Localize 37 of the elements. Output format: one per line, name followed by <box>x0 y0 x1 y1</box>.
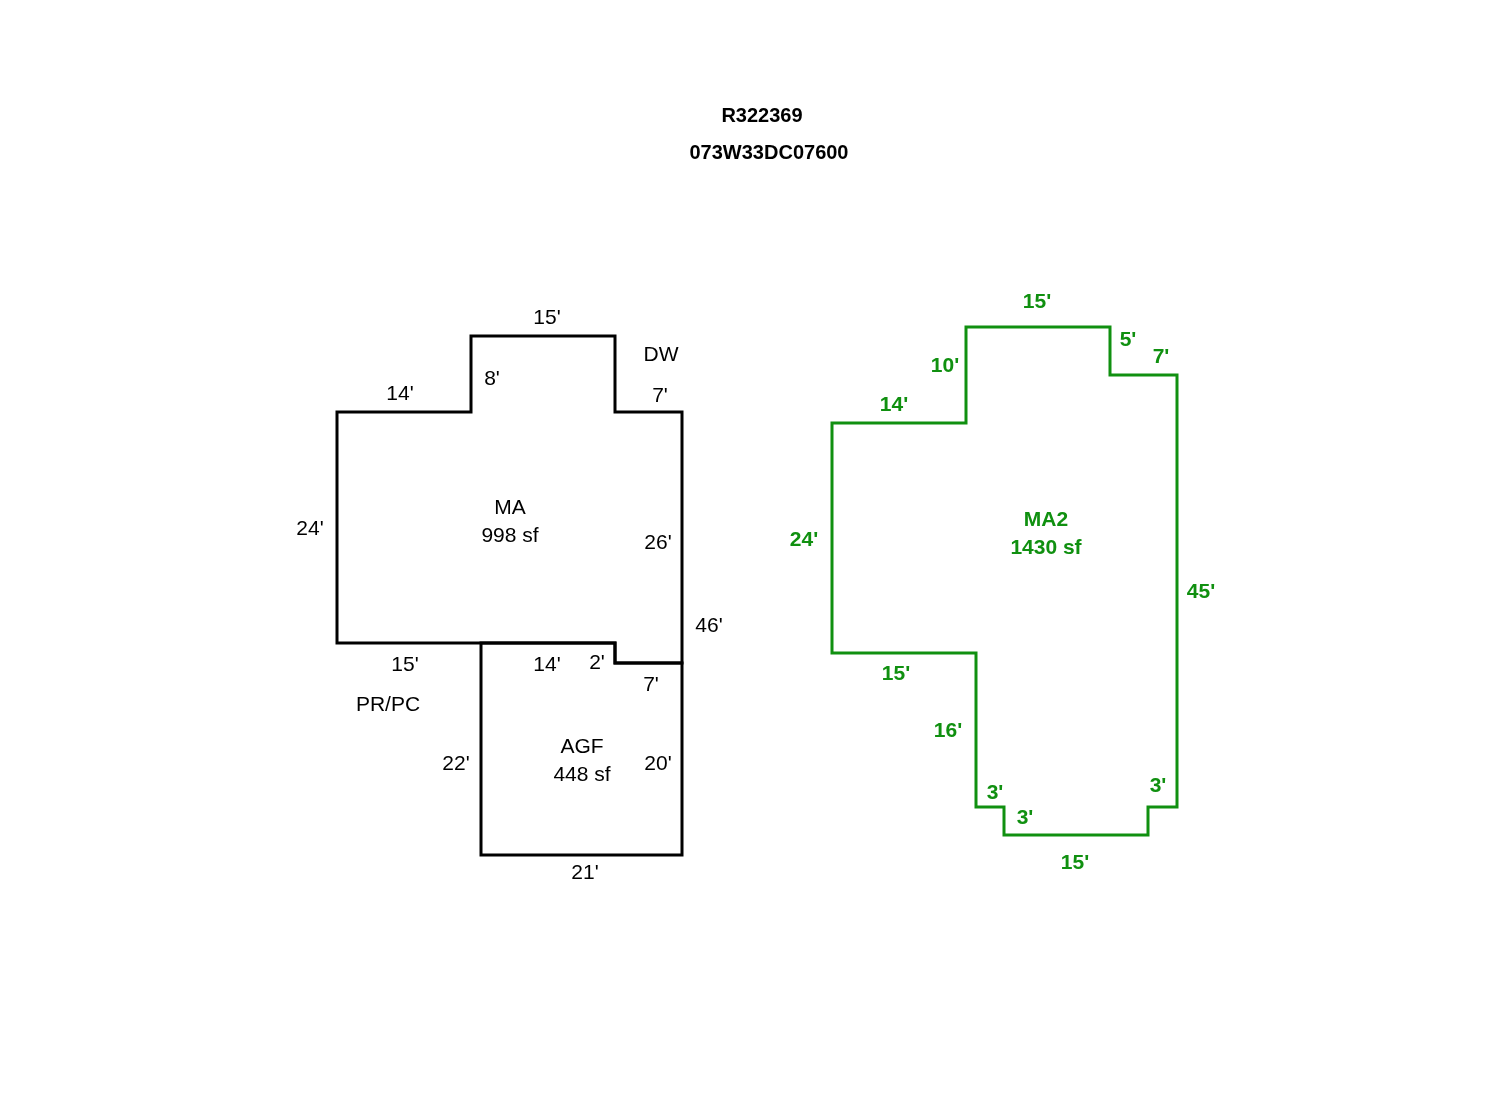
area-name: AGF <box>559 733 605 759</box>
dimension-label: 15' <box>881 661 911 685</box>
dimension-label: 2' <box>589 650 605 674</box>
area-size: 448 sf <box>553 761 611 787</box>
dimension-label: 10' <box>930 353 960 377</box>
dimension-label: 15' <box>1022 289 1052 313</box>
dimension-label: 7' <box>652 383 668 407</box>
dimension-label: 26' <box>644 530 672 554</box>
area-size: 1430 sf <box>1010 534 1082 560</box>
dimension-label: 7' <box>1152 344 1170 368</box>
dimension-label: 16' <box>933 718 963 742</box>
dimension-label: 20' <box>644 751 672 775</box>
dimension-label: 7' <box>643 672 659 696</box>
dimension-label: 15' <box>533 305 561 329</box>
dimension-label: 46' <box>695 613 723 637</box>
dimension-label: 5' <box>1119 327 1137 351</box>
area-label: DW <box>643 342 679 366</box>
dimension-label: 45' <box>1186 579 1216 603</box>
area-name: MA2 <box>1022 506 1070 532</box>
dimension-label: 14' <box>533 652 561 676</box>
dimension-label: 8' <box>484 366 500 390</box>
dimension-label: 22' <box>442 751 470 775</box>
dimension-label: 3' <box>986 780 1004 804</box>
dimension-label: 14' <box>386 381 414 405</box>
dimension-label: 21' <box>571 860 599 884</box>
area-name: MA <box>493 494 527 520</box>
dimension-label: 3' <box>1016 805 1034 829</box>
title: R322369 <box>721 104 803 126</box>
dimension-label: 24' <box>296 516 324 540</box>
dimension-label: 15' <box>391 652 419 676</box>
dimension-label: 3' <box>1149 773 1167 797</box>
area-label: PR/PC <box>355 692 421 716</box>
dimension-label: 24' <box>789 527 819 551</box>
parcel-number: 073W33DC07600 <box>689 141 849 163</box>
area-size: 998 sf <box>481 522 539 548</box>
dimension-label: 14' <box>879 392 909 416</box>
dimension-label: 15' <box>1060 850 1090 874</box>
